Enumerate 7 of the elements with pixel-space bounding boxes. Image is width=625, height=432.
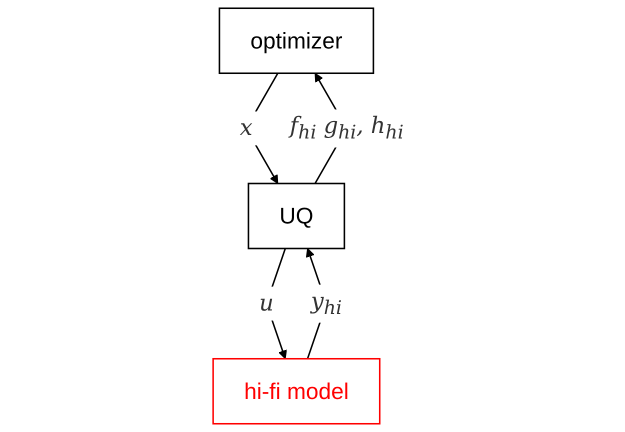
node-box: UQ <box>248 182 346 250</box>
node-box: optimizer <box>218 7 374 74</box>
edge-label: y$_{hi}$ <box>310 288 342 320</box>
node-box: hi-fi model <box>212 358 380 425</box>
edge-label: x <box>240 115 253 142</box>
edge-label: f$_{hi}$ g$_{hi}$, h$_{hi}$ <box>290 113 404 144</box>
edge-label: u <box>259 290 274 317</box>
